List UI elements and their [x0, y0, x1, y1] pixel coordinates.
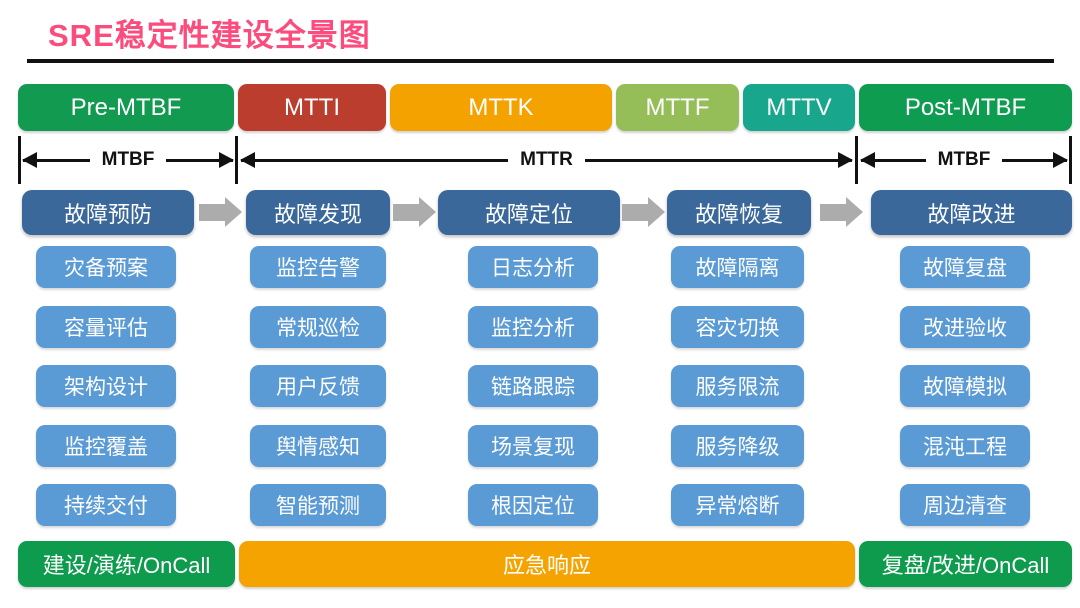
timeline-span-mttr: MTTR — [239, 136, 854, 184]
stage-item: 灾备预案 — [36, 246, 176, 288]
double-arrow-icon — [239, 151, 509, 168]
stage-item: 周边清查 — [900, 484, 1030, 526]
stage-item: 混沌工程 — [900, 425, 1030, 467]
stage-item: 服务降级 — [671, 425, 804, 467]
stage-header-prevention: 故障预防 — [22, 190, 194, 235]
timeline-tick — [18, 136, 21, 184]
stage-item: 容量评估 — [36, 306, 176, 348]
metric-bar-mtti: MTTI — [238, 84, 386, 131]
stage-item: 链路跟踪 — [468, 365, 598, 407]
stage-header-location: 故障定位 — [438, 190, 620, 235]
stage-item: 故障隔离 — [671, 246, 804, 288]
timeline-span-mtbf-right: MTBF — [860, 136, 1068, 184]
right-arrow-icon — [820, 197, 863, 227]
stage-item: 根因定位 — [468, 484, 598, 526]
stage-item: 故障复盘 — [900, 246, 1030, 288]
stage-item: 常规巡检 — [250, 306, 386, 348]
stage-item: 监控分析 — [468, 306, 598, 348]
stage-item: 改进验收 — [900, 306, 1030, 348]
metric-bar-mttk: MTTK — [390, 84, 612, 131]
double-arrow-icon — [1002, 151, 1068, 168]
timeline-span-label: MTBF — [101, 149, 155, 170]
timeline-tick — [235, 136, 238, 184]
stage-header-recovery: 故障恢复 — [667, 190, 811, 235]
stage-header-detection: 故障发现 — [246, 190, 390, 235]
stage-item: 服务限流 — [671, 365, 804, 407]
right-arrow-icon — [622, 197, 665, 227]
double-arrow-icon — [860, 151, 926, 168]
metric-bar-post-mtbf: Post-MTBF — [859, 84, 1072, 131]
double-arrow-icon — [584, 151, 854, 168]
title-underline — [27, 59, 1054, 63]
stage-item: 监控告警 — [250, 246, 386, 288]
stage-header-improve: 故障改进 — [871, 190, 1072, 235]
stage-item: 持续交付 — [36, 484, 176, 526]
page-title: SRE稳定性建设全景图 — [48, 18, 371, 53]
stage-item: 故障模拟 — [900, 365, 1030, 407]
stage-item: 监控覆盖 — [36, 425, 176, 467]
footer-bar-review-improve-oncall: 复盘/改进/OnCall — [859, 541, 1072, 587]
right-arrow-icon — [393, 197, 436, 227]
stage-item: 舆情感知 — [250, 425, 386, 467]
stage-item: 容灾切换 — [671, 306, 804, 348]
footer-bar-emergency-response: 应急响应 — [239, 541, 855, 587]
right-arrow-icon — [199, 197, 242, 227]
stage-item: 架构设计 — [36, 365, 176, 407]
stage-item: 异常熔断 — [671, 484, 804, 526]
timeline-tick — [855, 136, 858, 184]
double-arrow-icon — [22, 151, 90, 168]
stage-item: 场景复现 — [468, 425, 598, 467]
stage-item: 日志分析 — [468, 246, 598, 288]
metric-bar-mttf: MTTF — [616, 84, 739, 131]
timeline-span-mtbf-left: MTBF — [22, 136, 234, 184]
timeline-span-label: MTBF — [937, 149, 991, 170]
double-arrow-icon — [166, 151, 234, 168]
metric-bar-pre-mtbf: Pre-MTBF — [18, 84, 234, 131]
timeline-tick — [1069, 136, 1072, 184]
stage-item: 用户反馈 — [250, 365, 386, 407]
metric-bar-mttv: MTTV — [743, 84, 855, 131]
stage-item: 智能预测 — [250, 484, 386, 526]
footer-bar-build-drill-oncall: 建设/演练/OnCall — [18, 541, 235, 587]
timeline-span-label: MTTR — [520, 149, 573, 170]
